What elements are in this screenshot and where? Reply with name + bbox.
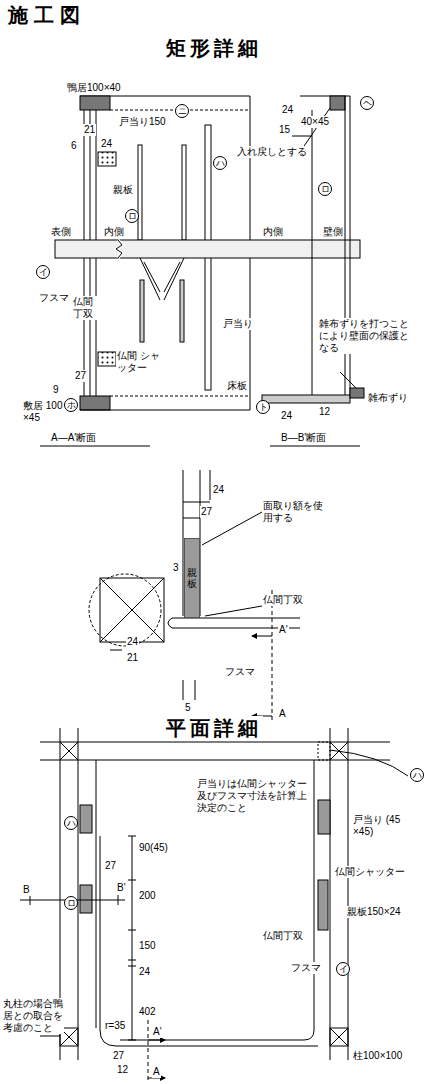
drawing-label: B—B'断面 [280,432,327,444]
drawing-label: 3 [172,562,180,574]
drawing-label: 戸当りは仏間シャッター及びフスマ寸法を計算上決定のこと [196,778,310,814]
drawing-label: 27 [74,370,87,382]
drawing-label: フスマ [290,962,322,974]
circled-mark: イ [336,962,350,976]
drawing-label: 40×45 [300,116,330,128]
drawing-label: 雑布ずりを打つことにより壁面の保護となる [318,318,412,354]
drawing-label: 12 [318,406,331,418]
drawing-label: 床板 [226,380,248,392]
drawing-label: 24 [212,484,225,496]
drawing-label: A [278,708,287,720]
node-text: ハ [413,770,422,780]
circled-mark: ロ [125,209,139,223]
circled-mark: ハ [64,816,78,830]
drawing-label: 24 [281,104,294,116]
drawing-label: 27 [200,506,213,518]
drawing-label: B [22,884,31,896]
node-text: ハ [216,158,225,168]
drawing-label: 雑布ずり [367,392,409,404]
node-text: ロ [321,184,330,194]
drawing-label: 表側 [50,226,72,238]
drawing-label: B' [116,882,127,894]
drawing-label: A—A'断面 [50,432,97,444]
circled-mark: ロ [64,896,78,910]
drawing-label: 90(45) [138,842,169,854]
drawing-label: 戸当り [222,318,254,330]
drawing-label: 戸当り (45×45) [352,814,406,838]
drawing-label: 12 [116,1064,129,1076]
drawing-label: A' [278,624,289,636]
drawing-label: 柱100×100 [352,1050,403,1062]
drawing-label: 仏間シャッター [334,866,406,878]
drawing-label: 27 [104,860,117,872]
circled-mark: ホ [64,398,78,412]
drawing-label: 21 [126,652,139,664]
drawing-label: r=35 [104,1020,126,1032]
circled-mark: ハ [410,768,424,782]
shaded-board: 親板 [184,538,200,618]
drawing-label: 24 [138,966,151,978]
node-text: ニ [178,106,187,116]
drawing-label: 戸当り150 [118,116,167,128]
drawing-label: 内側 [262,226,284,238]
circled-mark: ニ [175,104,189,118]
drawing-label: 6 [70,140,78,152]
drawing-label: 402 [138,1006,157,1018]
drawing-label: 24 [100,138,113,150]
drawing-label: 200 [138,890,157,902]
node-text: 親板 [187,567,197,589]
drawing-title: 施工図 [8,2,86,29]
drawing-label: 丸柱の場合鴨居との取合を考慮のこと [2,998,64,1034]
drawing-label: 親板150×24 [346,906,402,918]
drawing-label: 鴨居100×40 [66,82,122,94]
drawing-label: 仏間 シャッター [116,350,170,374]
drawing-label: A' [152,1026,163,1038]
drawing-label: 敷居 100×45 [22,400,64,424]
circled-mark: ロ [318,182,332,196]
drawing-label: 面取り額を使用する [262,500,326,524]
drawing-label: 24 [280,410,293,422]
circled-mark: ハ [213,156,227,170]
drawing-label: 内側 [103,226,125,238]
drawing-label: 仏間 丁双 [72,296,98,320]
drawing-label: 5 [184,702,192,714]
node-text: ト [259,402,268,412]
drawing-label: 仏間丁双 [262,594,304,606]
node-text: ハ [67,818,76,828]
drawing-label: 入れ戻しとする [236,146,308,158]
drawing-label: 壁側 [322,226,344,238]
circled-mark: ヘ [360,96,374,110]
drawing-label: 仏間丁双 [262,930,304,942]
drawing-label: 9 [52,384,60,396]
circled-mark: イ [36,265,50,279]
drawing-label: 27 [112,1050,125,1062]
node-text: イ [39,267,48,277]
drawing-label: 親板 [112,184,134,196]
drawing-label: A [152,1066,161,1078]
drawing-label: 21 [83,124,96,136]
node-text: イ [339,964,348,974]
node-text: ヘ [363,98,372,108]
drawing-label: フスマ [224,666,256,678]
circled-mark: ト [256,400,270,414]
section-heading: 矩形詳細 [165,36,263,60]
drawing-label: 24 [126,636,139,648]
drawing-label: 15 [278,124,291,136]
node-text: ホ [67,400,76,410]
drawing-label: 150 [138,940,157,952]
drawing-label: フスマ [38,292,70,304]
node-text: ロ [128,211,137,221]
section-heading: 平面詳細 [165,716,263,740]
node-text: ロ [67,898,76,908]
